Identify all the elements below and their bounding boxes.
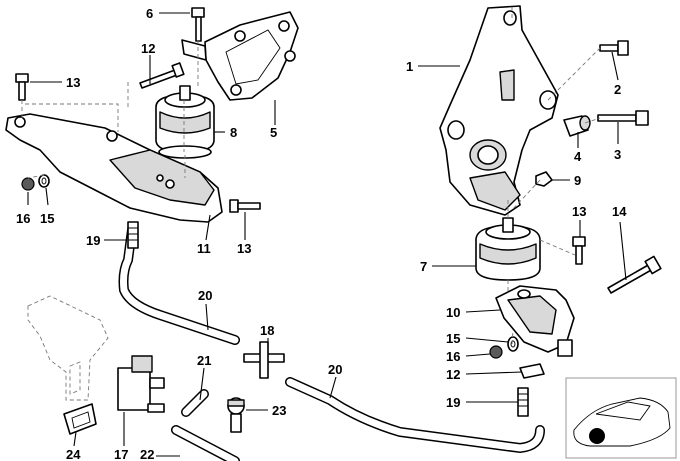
callout-21: 21 <box>197 353 211 368</box>
callout-7: 7 <box>420 259 427 274</box>
callout-13: 13 <box>66 75 80 90</box>
mount-bracket-10 <box>495 285 575 357</box>
callout-13: 13 <box>572 204 586 219</box>
bolt-12-right <box>519 363 545 379</box>
t-connector-18 <box>243 341 285 379</box>
bolt-13-lower-left <box>229 199 261 213</box>
callout-14: 14 <box>612 204 627 219</box>
hose-20-upper <box>118 225 240 345</box>
hose-22 <box>171 425 240 461</box>
nut-9 <box>535 171 553 187</box>
callout-9: 9 <box>574 173 581 188</box>
callout-4: 4 <box>574 149 582 164</box>
callout-16: 16 <box>16 211 30 226</box>
connector-23 <box>227 397 245 433</box>
callout-12: 12 <box>141 41 155 56</box>
bracket-large <box>439 5 559 216</box>
bolt-13-right <box>572 236 586 265</box>
callout-1: 1 <box>406 59 413 74</box>
hose-21 <box>181 389 209 417</box>
engine-mount-right <box>475 217 541 281</box>
bracket-sheet-dashed <box>27 295 109 401</box>
bolt-6 <box>191 7 205 42</box>
callout-17: 17 <box>114 447 128 461</box>
leader-lines <box>27 12 627 457</box>
engine-mount-left <box>155 85 215 159</box>
callout-10: 10 <box>446 305 460 320</box>
callout-22: 22 <box>140 447 154 461</box>
mount-bracket <box>181 11 299 101</box>
callout-20: 20 <box>198 288 212 303</box>
location-dot <box>589 428 605 444</box>
valve-19-right <box>517 387 529 417</box>
bolt-2 <box>599 40 629 56</box>
callout-11: 11 <box>197 241 211 256</box>
nut-16-right <box>489 345 503 359</box>
washer-15-left <box>38 174 50 188</box>
bolt-13-top-left <box>15 73 29 101</box>
bolt-12-left <box>139 62 185 89</box>
callout-19: 19 <box>86 233 100 248</box>
callout-20: 20 <box>328 362 342 377</box>
bolt-3 <box>597 110 649 126</box>
car-location-thumbnail <box>565 377 677 459</box>
callout-8: 8 <box>230 125 237 140</box>
callout-24: 24 <box>66 447 81 461</box>
callout-5: 5 <box>270 125 277 140</box>
holder-24 <box>63 403 97 435</box>
bushing-4 <box>563 115 591 137</box>
callout-15: 15 <box>40 211 54 226</box>
callout-16: 16 <box>446 349 460 364</box>
washer-15-right <box>507 336 519 352</box>
hose-20-lower <box>285 377 545 454</box>
callout-13: 13 <box>237 241 251 256</box>
callout-15: 15 <box>446 331 460 346</box>
callout-2: 2 <box>614 82 621 97</box>
callout-19: 19 <box>446 395 460 410</box>
callout-23: 23 <box>272 403 286 418</box>
solenoid-valve-17 <box>117 355 165 413</box>
engine-support-arm <box>5 113 223 223</box>
nut-16-left <box>21 177 35 191</box>
callout-12: 12 <box>446 367 460 382</box>
callout-6: 6 <box>146 6 153 21</box>
callout-18: 18 <box>260 323 274 338</box>
bolt-14 <box>607 255 662 294</box>
callout-3: 3 <box>614 147 621 162</box>
valve-19-left <box>127 221 139 249</box>
